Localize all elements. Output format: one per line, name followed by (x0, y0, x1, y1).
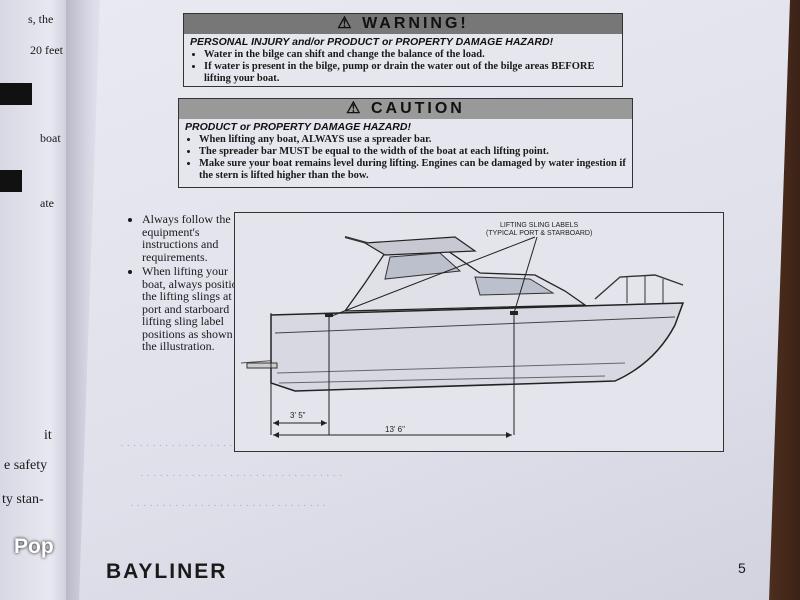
bleed-through-text: · · · · · · · · · · · · · · · · · · · · … (140, 470, 343, 482)
left-fragment: 20 feet (30, 43, 63, 57)
brand-logo: BAYLINER (106, 560, 228, 583)
caution-title: CAUTION (370, 100, 465, 117)
warning-header: ⚠ WARNING! (184, 14, 622, 34)
caution-item: Make sure your boat remains level during… (199, 158, 626, 182)
instruction-item: Always follow the lift equipment's instr… (142, 213, 252, 263)
sling-label-subtitle: (TYPICAL PORT & STARBOARD) (486, 230, 592, 237)
caution-subtitle: PRODUCT or PROPERTY DAMAGE HAZARD! (185, 121, 411, 133)
left-fragment: boat (40, 131, 61, 145)
left-black-bar (0, 83, 32, 105)
left-fragment: e safety (4, 458, 48, 473)
boat-illustration: LIFTING SLING LABELS (TYPICAL PORT & STA… (240, 222, 685, 438)
left-fragment: s, the (28, 12, 54, 26)
left-black-bar (0, 170, 22, 192)
caution-item: When lifting any boat, ALWAYS use a spre… (199, 134, 626, 146)
warning-list: Water in the bilge can shift and change … (184, 49, 622, 87)
caution-list: When lifting any boat, ALWAYS use a spre… (179, 134, 632, 184)
left-page: s, the 20 feet boat ate it e safety ty s… (0, 0, 72, 600)
sling-label-title: LIFTING SLING LABELS (500, 222, 579, 229)
watermark: Pop (14, 535, 54, 558)
warning-subtitle: PERSONAL INJURY and/or PRODUCT or PROPER… (190, 36, 554, 48)
left-fragment: it (44, 428, 52, 443)
warning-item: Water in the bilge can shift and change … (204, 49, 616, 61)
warning-title: WARNING! (362, 15, 469, 32)
warning-triangle-icon: ⚠ (337, 15, 355, 32)
instruction-item: When lifting your boat, always position … (142, 265, 252, 353)
page-number: 5 (738, 560, 746, 576)
caution-box: ⚠ CAUTION PRODUCT or PROPERTY DAMAGE HAZ… (178, 98, 633, 188)
caution-header: ⚠ CAUTION (179, 99, 632, 119)
caution-item: The spreader bar MUST be equal to the wi… (199, 146, 626, 158)
dimension-long: 13' 6" (385, 425, 405, 434)
warning-box: ⚠ WARNING! PERSONAL INJURY and/or PRODUC… (183, 13, 623, 87)
dimension-short: 3' 5" (290, 411, 306, 420)
warning-item: If water is present in the bilge, pump o… (204, 61, 616, 85)
bleed-through-text: · · · · · · · · · · · · · · · · · · · · … (130, 500, 327, 512)
left-fragment: ate (40, 196, 54, 210)
instruction-list: Always follow the lift equipment's instr… (130, 213, 252, 355)
lifting-illustration: LIFTING SLING LABELS (TYPICAL PORT & STA… (234, 212, 724, 452)
warning-triangle-icon: ⚠ (346, 100, 364, 117)
left-fragment: ty stan- (2, 492, 44, 507)
